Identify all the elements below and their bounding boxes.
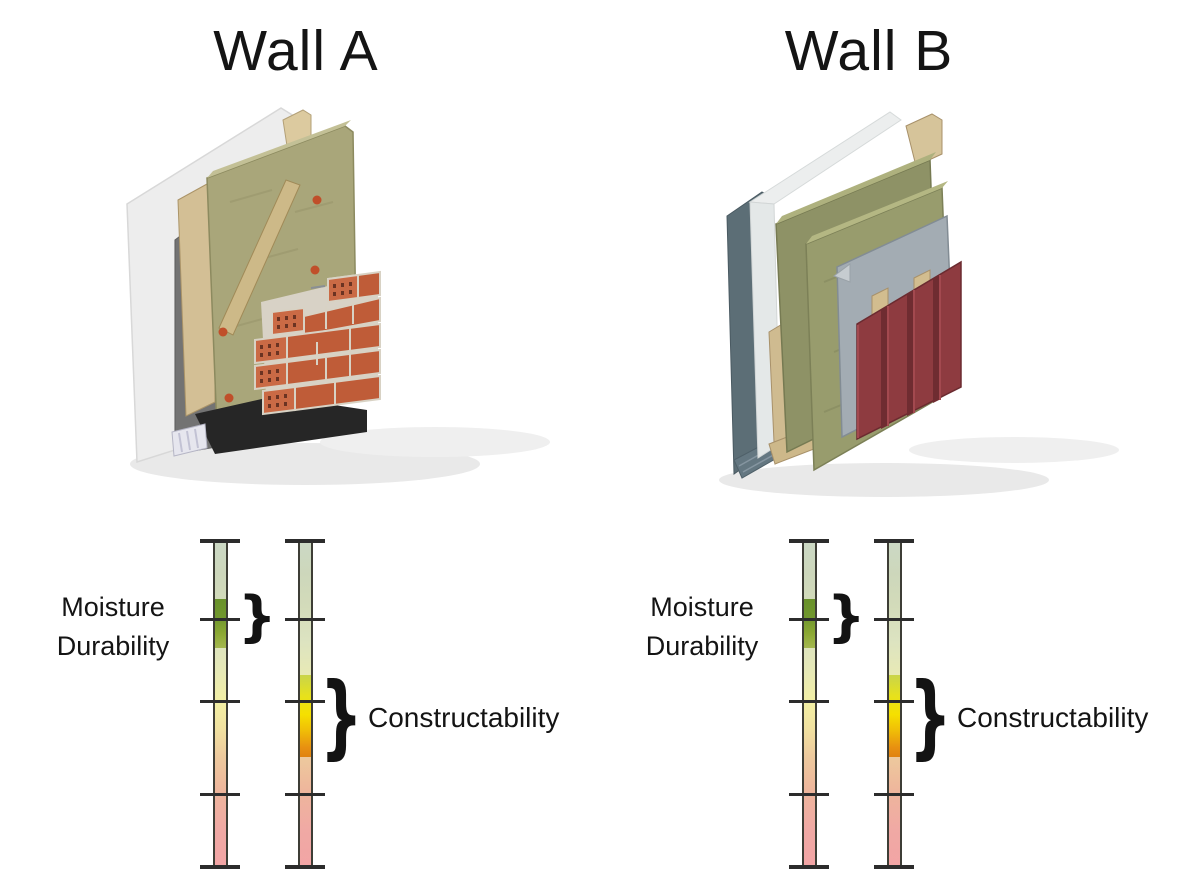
wall-ties bbox=[218, 195, 322, 403]
scale-tick bbox=[285, 793, 325, 796]
scale-tick bbox=[874, 793, 914, 796]
scale-tick bbox=[789, 618, 829, 621]
scale-end-cap bbox=[789, 539, 829, 543]
constructability-bar bbox=[887, 541, 902, 869]
constructability-label: Constructability bbox=[957, 702, 1149, 733]
wall-b-panel: Wall B bbox=[589, 0, 1181, 873]
moisture-durability-label: Moisture Durability bbox=[607, 588, 797, 666]
constructability-label: Constructability bbox=[368, 702, 560, 733]
moisture-label-line2: Durability bbox=[645, 631, 759, 661]
wall-a-render bbox=[126, 107, 550, 485]
wall-a-panel: Wall A bbox=[18, 19, 560, 869]
brick-cladding bbox=[254, 270, 381, 416]
constructability-brace-icon: } bbox=[908, 663, 952, 770]
wall-b-illustration bbox=[684, 92, 1144, 502]
dpc-base-layer bbox=[195, 396, 367, 454]
scale-tick bbox=[789, 700, 829, 703]
scale-end-cap bbox=[200, 865, 240, 869]
wall-b-title: Wall B bbox=[784, 19, 954, 83]
shadow bbox=[719, 437, 1119, 497]
scale-tick bbox=[200, 700, 240, 703]
constructability-highlight-segment bbox=[889, 675, 900, 757]
metal-cladding-layer bbox=[856, 260, 962, 441]
constructability-highlight-segment bbox=[300, 675, 311, 757]
scale-tick bbox=[285, 618, 325, 621]
constructability-brace-icon: } bbox=[319, 663, 363, 770]
scale-tick bbox=[200, 793, 240, 796]
moisture-durability-bar bbox=[802, 541, 817, 869]
moisture-durability-label: Moisture Durability bbox=[18, 588, 208, 666]
moisture-label-line2: Durability bbox=[56, 631, 170, 661]
scale-tick bbox=[789, 793, 829, 796]
wall-tie-clip bbox=[310, 285, 326, 289]
moisture-highlight-segment bbox=[804, 599, 815, 648]
scale-tick bbox=[874, 700, 914, 703]
scale-end-cap bbox=[285, 865, 325, 869]
scale-tick bbox=[285, 700, 325, 703]
wall-b-render bbox=[719, 111, 1119, 497]
scale-tick bbox=[874, 618, 914, 621]
scale-tick bbox=[200, 618, 240, 621]
moisture-brace-icon: } bbox=[827, 585, 866, 648]
moisture-label-line1: Moisture bbox=[650, 592, 754, 622]
brick-perforations bbox=[260, 282, 352, 408]
scale-end-cap bbox=[200, 539, 240, 543]
scale-end-cap bbox=[789, 865, 829, 869]
moisture-label-line1: Moisture bbox=[61, 592, 165, 622]
scale-end-cap bbox=[874, 539, 914, 543]
constructability-bar bbox=[298, 541, 313, 869]
diagonal-brace bbox=[218, 179, 301, 336]
scale-end-cap bbox=[285, 539, 325, 543]
wall-a-title: Wall A bbox=[213, 19, 379, 83]
moisture-highlight-segment bbox=[215, 599, 226, 648]
wall-a-illustration bbox=[95, 92, 555, 502]
moisture-durability-bar bbox=[213, 541, 228, 869]
moisture-brace-icon: } bbox=[238, 585, 277, 648]
scale-end-cap bbox=[874, 865, 914, 869]
weep-channel bbox=[171, 423, 208, 457]
